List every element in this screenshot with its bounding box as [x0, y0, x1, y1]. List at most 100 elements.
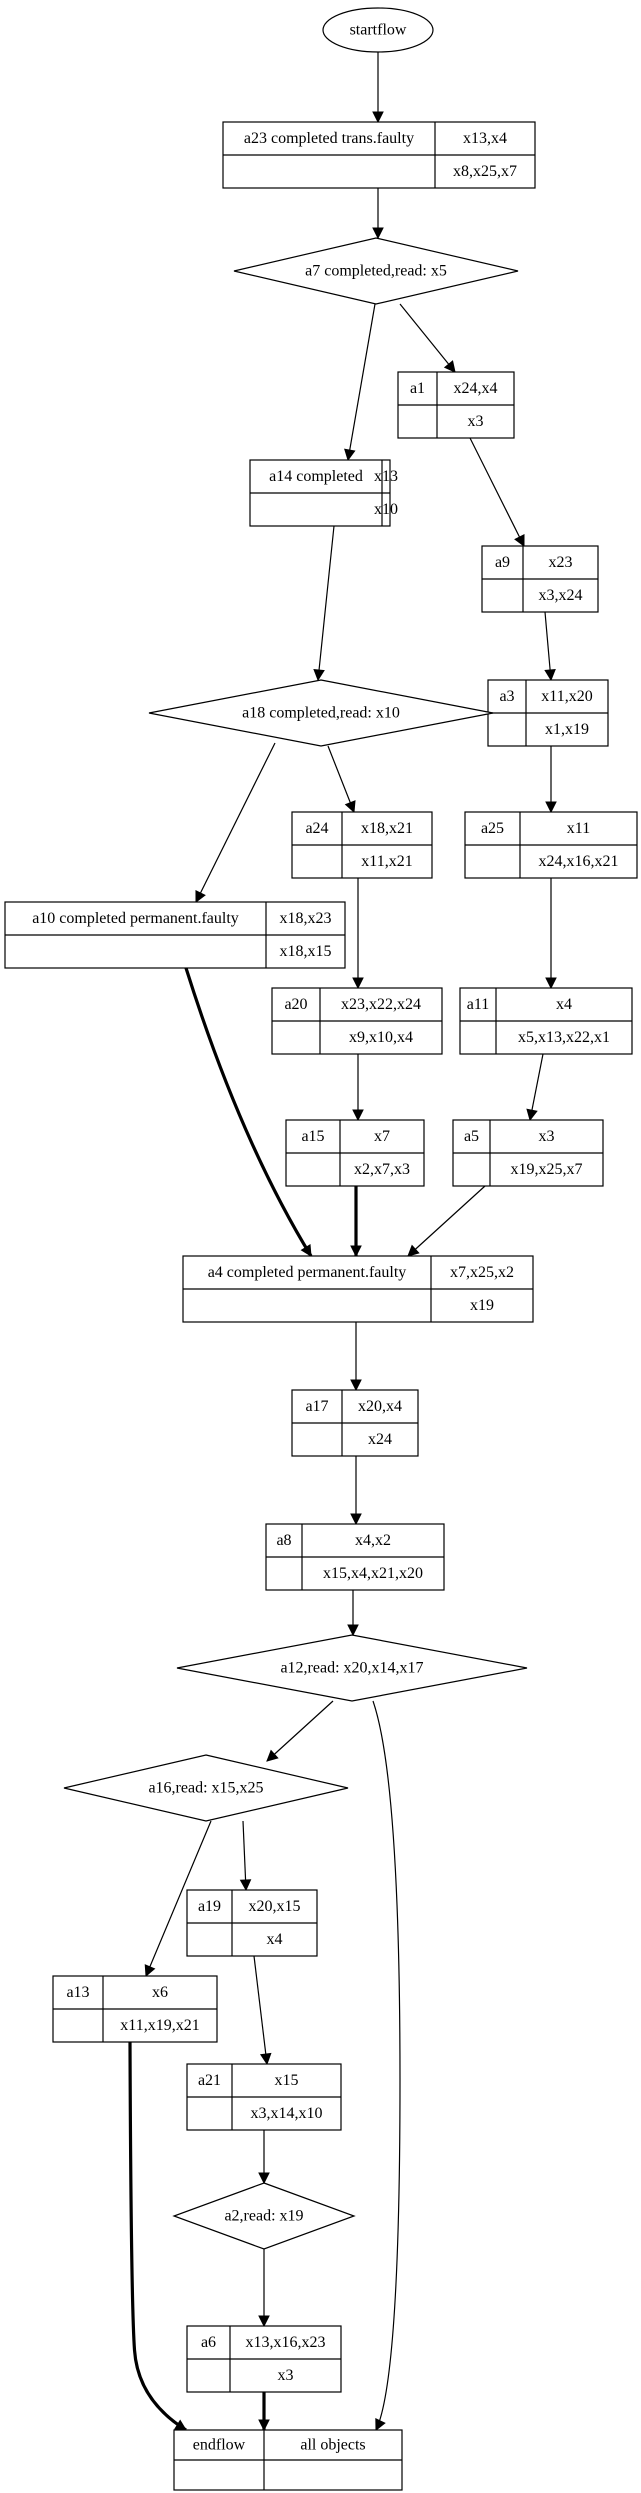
activity-bottom-vars: x19,x25,x7 — [511, 1161, 583, 1178]
activity-top-vars: x20,x15 — [249, 1898, 301, 1915]
decision-label: a12,read: x20,x14,x17 — [280, 1660, 423, 1677]
edge-a9-to-a3 — [544, 611, 556, 682]
edge-a24-to-a20 — [352, 878, 364, 990]
arrowhead — [545, 801, 557, 814]
activity-bottom-vars: x4 — [267, 1931, 283, 1948]
activity-bottom-vars: x19 — [470, 1297, 494, 1314]
edge-a6-to-end — [258, 2392, 270, 2432]
edge-a19-to-a21 — [253, 1955, 272, 2066]
decision-a12: a12,read: x20,x14,x17 — [176, 1634, 528, 1702]
activity-top-vars: x4,x2 — [355, 1532, 391, 1549]
edge-line — [407, 1185, 486, 1257]
edge-start-to-a23 — [372, 52, 384, 124]
activity-top-vars: x3 — [539, 1128, 555, 1145]
decision-label: a2,read: x19 — [224, 2208, 303, 2225]
arrowhead — [350, 1379, 362, 1392]
activity-top-vars: x7 — [374, 1128, 390, 1145]
activity-name: a23 completed trans.faulty — [244, 130, 414, 147]
arrowhead — [313, 668, 325, 682]
activity-bottom-vars: x11,x21 — [361, 853, 412, 870]
activity-a3: a3 x11,x20 x1,x19 — [487, 679, 609, 747]
edge-a18-to-a10 — [195, 742, 276, 904]
arrowhead — [350, 1245, 362, 1258]
activity-top-vars: x18,x23 — [280, 910, 332, 927]
decision-a16: a16,read: x15,x25 — [63, 1754, 349, 1822]
activity-a20: a20 x23,x22,x24 x9,x10,x4 — [271, 987, 443, 1055]
edge-a8-to-a12 — [347, 1590, 359, 1637]
edge-a1-to-a9 — [469, 437, 525, 547]
activity-top-vars: x20,x4 — [358, 1398, 402, 1415]
arrowhead — [258, 2419, 270, 2432]
start-node: startflow — [322, 7, 434, 53]
arrowhead — [545, 977, 557, 990]
edge-a23-to-a7 — [372, 188, 384, 240]
activity-top-vars: x11,x20 — [541, 688, 592, 705]
activity-top-vars: x13 — [374, 468, 398, 485]
decision-a7: a7 completed,read: x5 — [233, 237, 519, 305]
end-objects-label: all objects — [300, 2437, 365, 2454]
arrowhead — [347, 1624, 359, 1637]
edge-line — [399, 303, 456, 373]
activity-name: a3 — [499, 688, 514, 705]
edge-a12-to-end — [372, 1700, 401, 2432]
edge-a20-to-a15 — [352, 1054, 364, 1122]
arrowhead — [258, 2315, 270, 2328]
decision-a18: a18 completed,read: x10 — [148, 679, 494, 747]
edge-line — [372, 1700, 401, 2431]
activity-bottom-vars: x3,x14,x10 — [251, 2105, 323, 2122]
edge-line — [184, 967, 313, 1257]
edge-line — [327, 745, 355, 813]
edge-a13-to-end — [128, 2041, 187, 2432]
activity-bottom-vars: x9,x10,x4 — [349, 1029, 413, 1046]
activity-bottom-vars: x24 — [368, 1431, 392, 1448]
edge-line — [469, 437, 525, 547]
activity-name: a8 — [276, 1532, 291, 1549]
edge-a16-to-a13 — [144, 1820, 212, 1978]
activity-top-vars: x11 — [567, 820, 590, 837]
activity-top-vars: x23,x22,x24 — [341, 996, 421, 1013]
activity-a15: a15 x7 x2,x7,x3 — [285, 1119, 425, 1187]
arrowhead — [514, 534, 525, 547]
activity-name: a14 completed — [269, 468, 363, 485]
edge-a17-to-a8 — [350, 1456, 362, 1526]
activity-bottom-vars: x15,x4,x21,x20 — [323, 1565, 423, 1582]
activity-name: a9 — [495, 554, 510, 571]
activity-bottom-vars: x8,x25,x7 — [453, 163, 517, 180]
decision-diamond — [148, 679, 494, 747]
activity-name: a13 — [66, 1984, 89, 2001]
arrowhead — [407, 1244, 420, 1257]
arrowhead — [352, 977, 364, 990]
arrowhead — [259, 2052, 272, 2066]
activity-name: a15 — [301, 1128, 324, 1145]
activity-name: a1 — [410, 380, 425, 397]
edge-a10-to-a4 — [184, 967, 313, 1257]
activity-top-vars: x23 — [549, 554, 573, 571]
activity-a8: a8 x4,x2 x15,x4,x21,x20 — [265, 1523, 445, 1591]
arrowhead — [344, 448, 356, 462]
edge-a4-to-a17 — [350, 1322, 362, 1392]
activity-name: a20 — [284, 996, 307, 1013]
activity-top-vars: x7,x25,x2 — [450, 1264, 514, 1281]
activity-bottom-vars: x5,x13,x22,x1 — [518, 1029, 610, 1046]
edge-a12-to-a16 — [266, 1700, 334, 1762]
edge-layer — [128, 52, 557, 2432]
activity-bottom-vars: x1,x19 — [545, 721, 589, 738]
activity-bottom-vars: x2,x7,x3 — [354, 1161, 410, 1178]
decision-label: a16,read: x15,x25 — [148, 1780, 263, 1797]
activity-bottom-vars: x24,x16,x21 — [539, 853, 619, 870]
edge-line — [145, 1820, 212, 1977]
node-layer: startflow a23 completed trans.faulty x13,x… — [4, 7, 638, 2491]
activity-top-vars: x13,x4 — [463, 130, 507, 147]
arrowhead — [344, 800, 356, 814]
edge-line — [317, 525, 335, 681]
